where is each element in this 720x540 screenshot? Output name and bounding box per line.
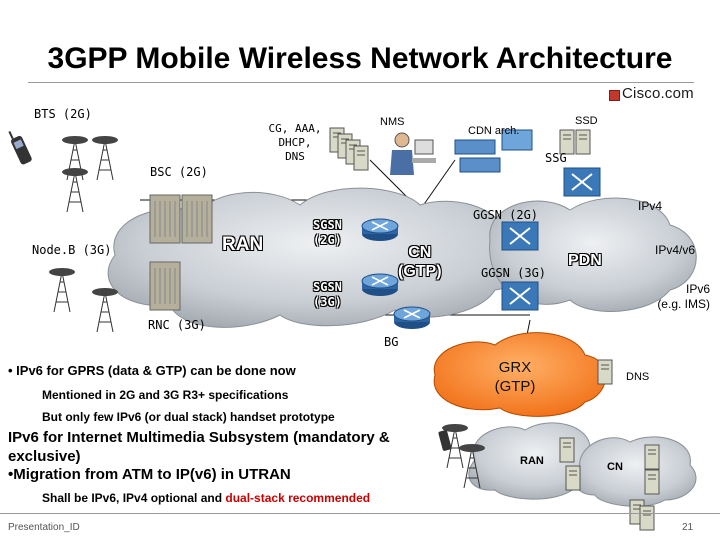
footer-presentation-id: Presentation_ID (8, 522, 80, 533)
cn-small-label: CN (607, 461, 623, 473)
bg-label: BG (384, 335, 399, 349)
dns-label: DNS (626, 371, 650, 383)
note-bullet-3-sub-highlight: dual-stack recommended (225, 491, 371, 505)
nodeb-tower-icons (48, 267, 119, 333)
sgsn-2g-router-icon (361, 218, 399, 242)
ggsn-2g-switch-icon (501, 221, 539, 251)
ggsn-2g-label: GGSN (2G) (473, 208, 539, 222)
cg-aaa-server-icons (329, 127, 369, 171)
cisco-brand: Cisco.com (622, 85, 694, 102)
bts-tower-icons (61, 135, 119, 213)
rnc-label: RNC (3G) (148, 318, 206, 332)
note-bullet-3-sub-prefix: Shall be IPv6, IPv4 optional and (42, 491, 226, 505)
nodeb-label: Node.B (3G) (32, 243, 112, 257)
slide-title: 3GPP Mobile Wireless Network Architectur… (47, 42, 673, 75)
cn-label: CN (GTP) (398, 244, 442, 280)
ggsn-3g-label: GGSN (3G) (481, 266, 547, 280)
ran-label: RAN (222, 234, 264, 255)
pdn-label: PDN (568, 252, 602, 269)
nms-operator-icon (390, 132, 436, 175)
ssd-label: SSD (575, 115, 598, 127)
ipv4-label: IPv4 (638, 199, 663, 213)
cn-cloud-small (574, 436, 697, 507)
nms-label: NMS (380, 116, 405, 128)
sgsn-3g-label: SGSN (3G) (313, 280, 342, 309)
phone-icon (8, 131, 32, 165)
bts-label: BTS (2G) (34, 107, 92, 121)
ipv4v6-label: IPv4/v6 (655, 243, 696, 257)
pdn-cloud (489, 197, 697, 312)
cdn-device-icons (454, 129, 533, 173)
title-divider (28, 82, 694, 83)
note-bullet-3: •Migration from ATM to IP(v6) in UTRAN (8, 466, 291, 483)
note-bullet-1: • IPv6 for GPRS (data & GTP) can be done… (8, 363, 296, 378)
note-bullet-2: IPv6 for Internet Multimedia Subsystem (… (8, 429, 390, 465)
dns-server-icon (597, 359, 613, 385)
rnc-cabinet-icon (149, 261, 181, 311)
grx-label: GRX (GTP) (494, 359, 536, 395)
note-bullet-1-sub-2: But only few IPv6 (or dual stack) handse… (42, 410, 335, 424)
note-bullet-1-sub-1: Mentioned in 2G and 3G R3+ specification… (42, 388, 289, 402)
ssg-switch-icon (563, 167, 601, 197)
ipv6-label: IPv6 (e.g. IMS) (657, 282, 710, 311)
cisco-logo-mark (609, 90, 620, 101)
ggsn-3g-switch-icon (501, 281, 539, 311)
bottom-phone-icon (438, 430, 452, 451)
bg-router-icon (393, 306, 431, 330)
footer-divider (0, 513, 720, 514)
sgsn-3g-router-icon (361, 273, 399, 297)
sgsn-2g-label: SGSN (2G) (313, 218, 342, 247)
ssg-label: SSG (545, 151, 567, 165)
note-bullet-3-sub: Shall be IPv6, IPv4 optional and dual-st… (42, 491, 370, 505)
cdn-label: CDN arch. (468, 125, 520, 137)
ran-small-label: RAN (520, 455, 544, 467)
bsc-label: BSC (2G) (150, 165, 208, 179)
cg-aaa-label: CG, AAA, DHCP, DNS (268, 122, 322, 163)
page-number: 21 (682, 522, 694, 533)
